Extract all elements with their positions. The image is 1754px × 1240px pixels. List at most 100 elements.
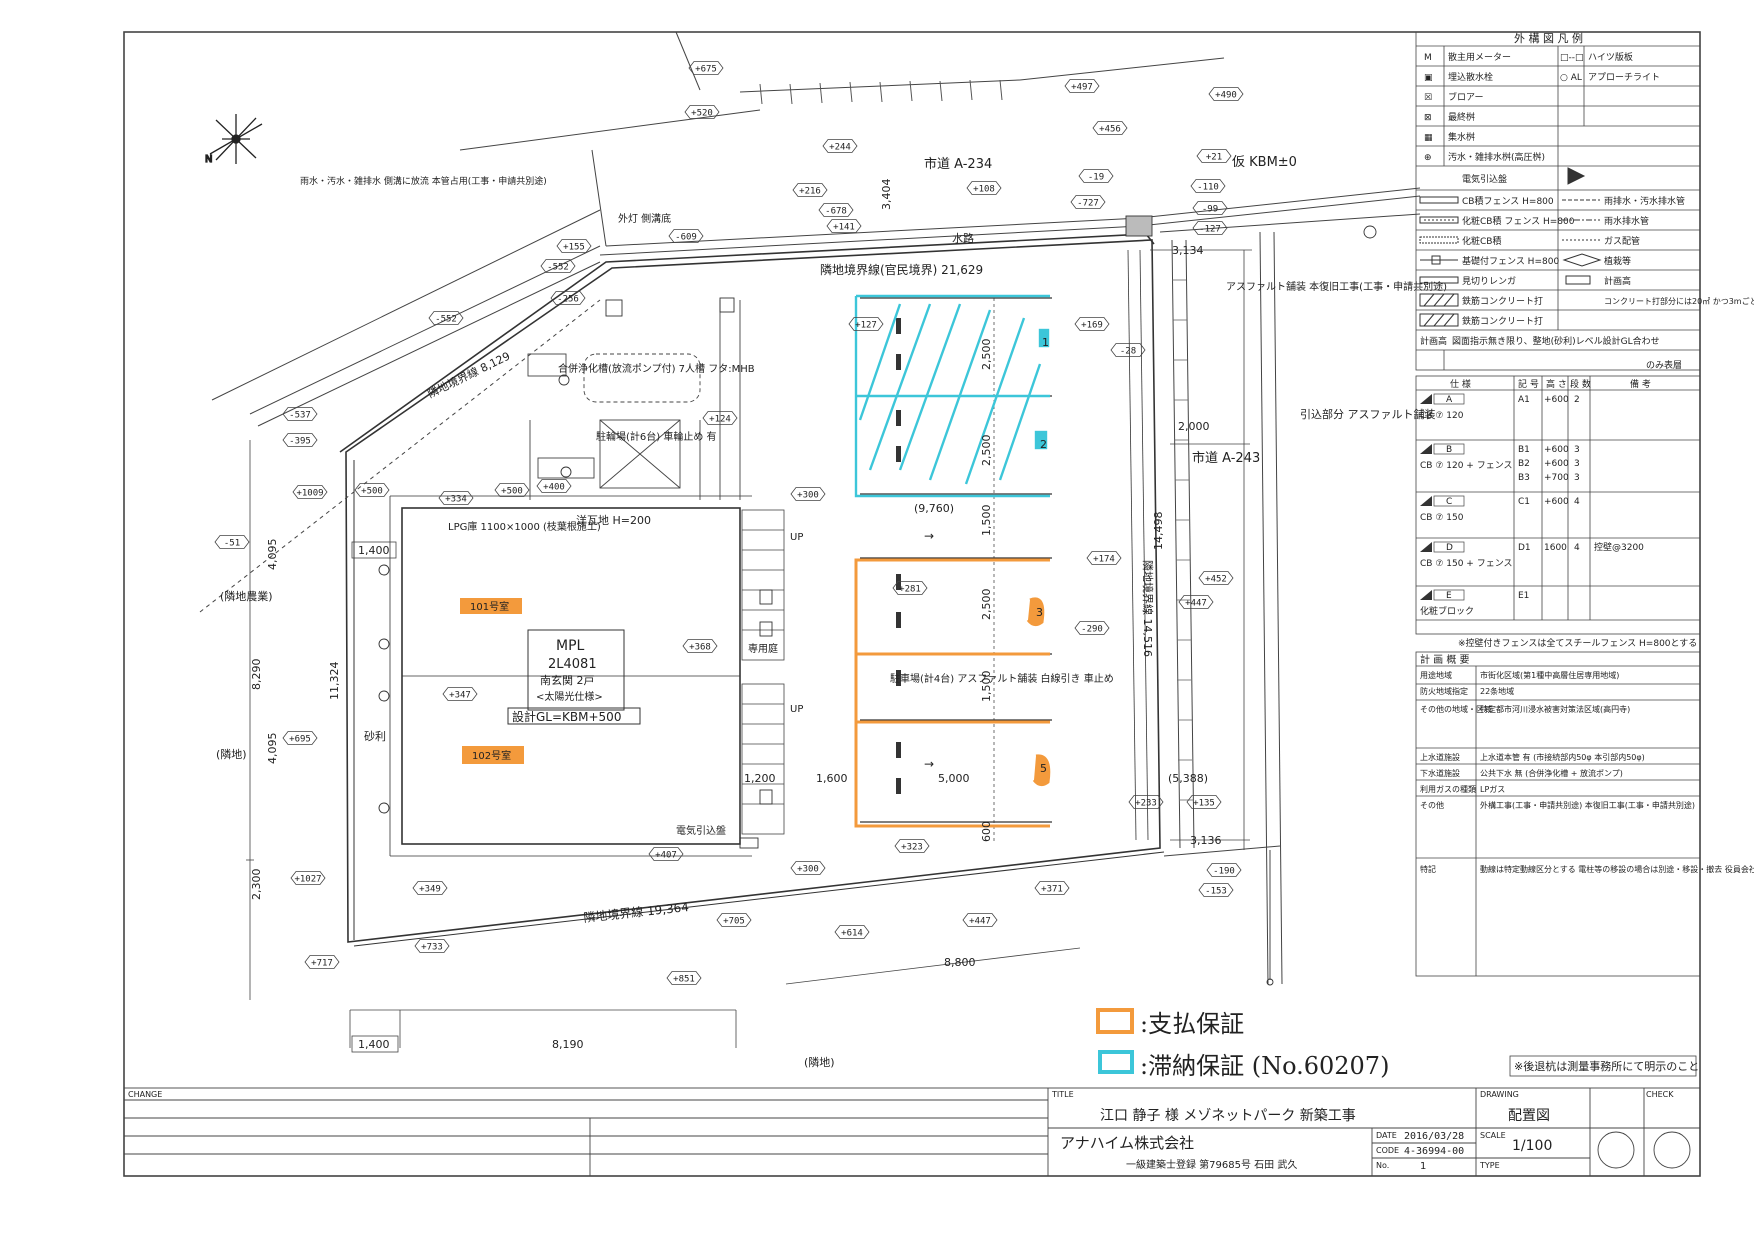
spec-rows-count: 2 <box>1574 395 1580 405</box>
level-marker-frame <box>962 913 998 927</box>
spec-code: A <box>1446 395 1453 405</box>
level-value: -153 <box>1205 887 1227 897</box>
legend-scale-note: のみ表層 <box>1646 359 1682 371</box>
level-marker-frame <box>648 847 684 861</box>
level-marker: -609 <box>668 229 704 243</box>
level-value: +174 <box>1093 555 1115 565</box>
spec-code-box <box>1433 495 1465 507</box>
waterway-label: 水路 <box>952 232 974 245</box>
level-marker: +124 <box>702 411 738 425</box>
legend-line-label: 基礎付フェンス H=800 <box>1462 255 1559 267</box>
bike-label: 駐輪場(計6台) 車輪止め 有 <box>596 430 717 443</box>
level-marker-frame <box>848 317 884 331</box>
level-marker: -190 <box>1206 863 1242 877</box>
spec-mark-icon <box>1420 444 1432 454</box>
dimension-lines <box>246 249 1252 1048</box>
level-marker-frame <box>1198 883 1234 897</box>
tb-code-label: CODE <box>1376 1146 1399 1155</box>
level-value: +520 <box>691 109 713 119</box>
tb-check-label: CHECK <box>1646 1090 1674 1099</box>
level-marker-frame <box>966 181 1002 195</box>
site-boundary <box>339 233 1165 947</box>
parking-label: 駐車場(計4台) アスファルト舗装 白線引き 車止め <box>890 672 1114 685</box>
spec-mark: E1 <box>1518 591 1529 601</box>
plan-title: 計 画 概 要 <box>1420 653 1470 666</box>
level-value: +452 <box>1205 575 1227 585</box>
level-marker: +695 <box>282 731 318 745</box>
east-road-lines <box>1163 231 1283 985</box>
level-marker-frame <box>1192 221 1228 235</box>
level-value: +407 <box>655 851 677 861</box>
lpg-label: LPG庫 1100×1000 (枝葉根施工) <box>448 520 601 533</box>
level-marker-frame <box>282 433 318 447</box>
level-marker: +334 <box>438 491 474 505</box>
level-marker-frame <box>1196 149 1232 163</box>
parking-num-1: 1 <box>1042 336 1049 349</box>
legend-item-label: ブロアー <box>1448 91 1483 103</box>
level-marker-frame <box>1092 121 1128 135</box>
building-label: MPL 2L4081 南玄関 2戸 <太陽光仕様> 設計GL=KBM+500 1… <box>470 600 641 762</box>
site-symbols <box>378 215 1377 986</box>
spec-code: D <box>1446 543 1453 553</box>
dim-11324: 11,324 <box>328 662 341 701</box>
spec-header: 仕 様記 号高 さ段 数備 考 <box>1450 378 1651 390</box>
plan-value: 特定都市河川浸水被害対策法区域(高円寺) <box>1480 704 1630 714</box>
level-value: -552 <box>547 263 569 273</box>
building-code1: MPL <box>556 638 585 654</box>
legend-symbol-icon: ☒ <box>1424 93 1432 103</box>
level-marker: +1009 <box>292 485 328 499</box>
dim-2300: 2,300 <box>250 869 263 901</box>
handwritten-legend: :支払保証 :滞納保証 (No.60207) <box>1096 1008 1389 1080</box>
level-value: -19 <box>1088 173 1104 183</box>
svg-text:N: N <box>205 154 212 165</box>
level-marker: -290 <box>1074 621 1110 635</box>
level-value: -190 <box>1213 867 1235 877</box>
level-value: +169 <box>1081 321 1103 331</box>
level-marker: -51 <box>214 535 250 549</box>
septic-area <box>527 300 741 500</box>
level-marker: +705 <box>716 913 752 927</box>
tb-date-label: DATE <box>1376 1131 1397 1140</box>
level-marker-frame <box>494 483 530 497</box>
level-marker-frame <box>1078 169 1114 183</box>
level-marker: +851 <box>666 971 702 985</box>
level-marker: -678 <box>818 203 854 217</box>
plan-value: 外構工事(工事・申請共別途) 本復旧工事(工事・申請共別途) <box>1480 800 1695 810</box>
plan-key: 上水道施設 <box>1420 752 1460 762</box>
spec-desc: CB ⑦ 120 <box>1420 411 1464 421</box>
level-value: -727 <box>1077 199 1099 209</box>
legend-item-label: 集水桝 <box>1448 131 1475 143</box>
level-marker: -99 <box>1192 201 1228 215</box>
boundary-north-label: 隣地境界線(官民境界) 21,629 <box>820 262 983 277</box>
level-marker: +300 <box>790 861 826 875</box>
level-marker-frame <box>1064 79 1100 93</box>
dim-1500b: 1,500 <box>980 671 993 703</box>
level-value: -678 <box>825 207 847 217</box>
level-marker-frame <box>668 229 704 243</box>
level-marker: +300 <box>790 487 826 501</box>
level-value: +371 <box>1041 885 1063 895</box>
level-marker-frame <box>412 881 448 895</box>
legend-line-label: 鉄筋コンクリート打 <box>1462 315 1543 327</box>
design-gl: 設計GL=KBM+500 <box>512 709 621 724</box>
tb-date: 2016/03/28 <box>1404 1131 1464 1142</box>
level-marker: +347 <box>442 687 478 701</box>
level-marker-frame <box>354 483 390 497</box>
level-value: -552 <box>435 315 457 325</box>
level-value: -395 <box>289 437 311 447</box>
plan-value: 22条地域 <box>1480 686 1514 696</box>
level-marker: +368 <box>682 639 718 653</box>
plan-value: LPガス <box>1480 784 1505 794</box>
level-value: +500 <box>501 487 523 497</box>
tb-change-label: CHANGE <box>128 1090 162 1099</box>
level-marker-frame <box>834 925 870 939</box>
legend-symbol2: □--□ <box>1560 53 1584 63</box>
legend-item-label: 汚水・雑排水桝(高圧桝) <box>1448 151 1545 163</box>
level-marker-frame <box>818 203 854 217</box>
plan-key: 下水道施設 <box>1420 768 1460 778</box>
legend-item-label: 埋込散水栓 <box>1448 71 1493 83</box>
spec-mark: C1 <box>1518 497 1530 507</box>
